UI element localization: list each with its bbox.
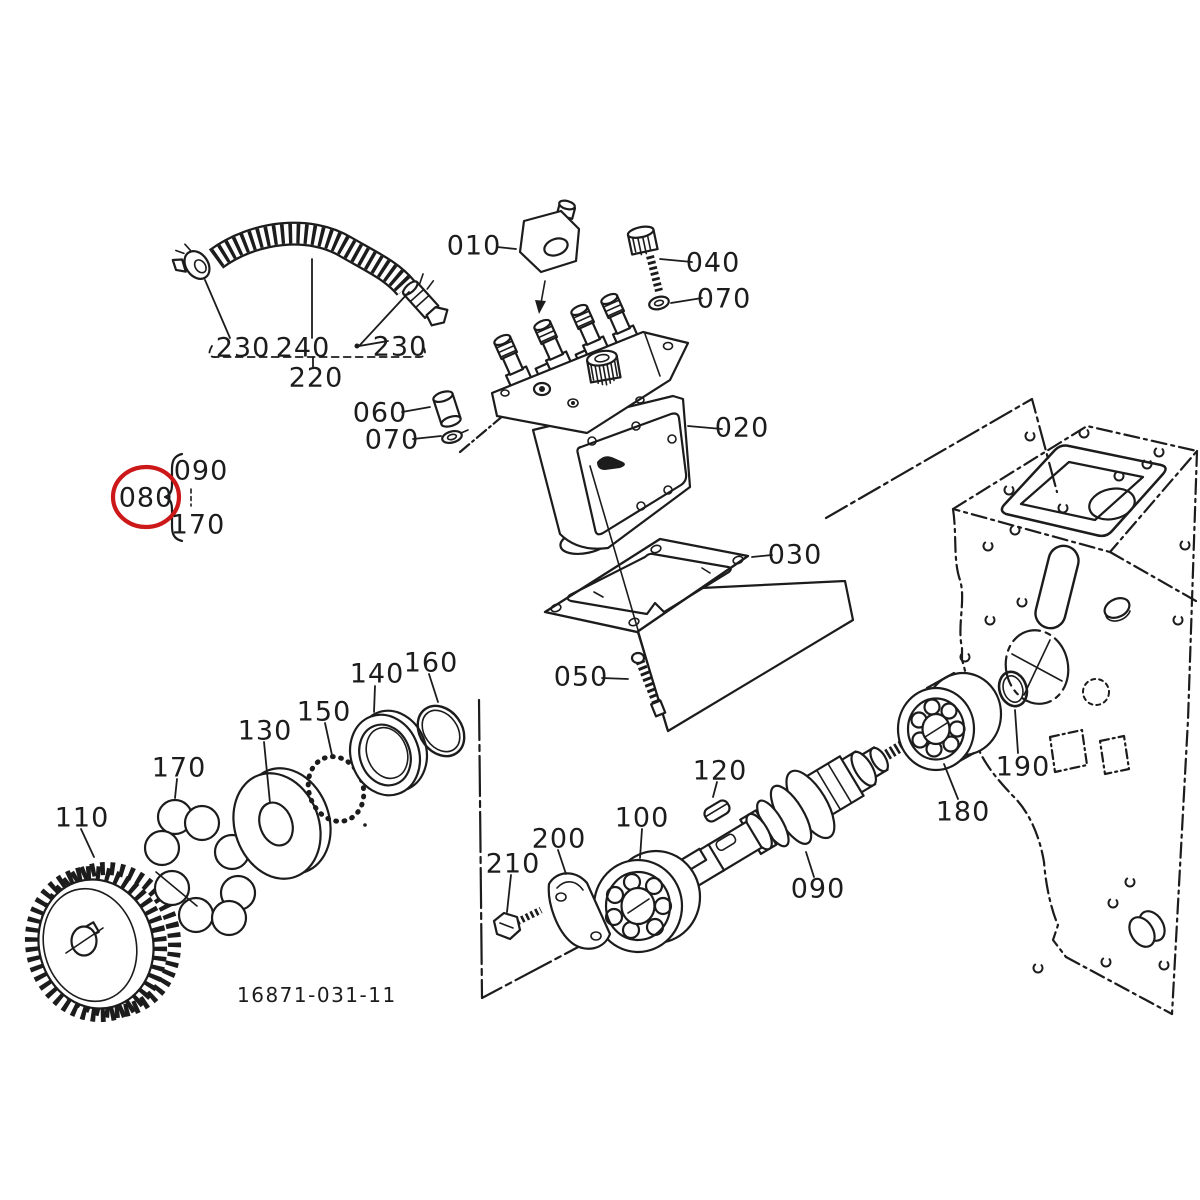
part-030-gasket — [543, 537, 750, 634]
callout-100[interactable]: 100 — [614, 802, 670, 834]
part-230-clamp-left — [171, 243, 211, 280]
callout-050[interactable]: 050 — [553, 661, 609, 693]
callout-200[interactable]: 200 — [531, 823, 587, 855]
callout-230-right[interactable]: 230 — [372, 331, 428, 363]
part-210-bolt — [492, 906, 543, 941]
leader-lines — [80, 246, 1019, 913]
part-200-retainer — [547, 872, 612, 950]
callout-150[interactable]: 150 — [296, 696, 352, 728]
part-070-washer-top — [648, 295, 670, 311]
assembly-axis-line — [589, 465, 668, 730]
callout-110[interactable]: 110 — [54, 802, 110, 834]
callout-160[interactable]: 160 — [403, 647, 459, 679]
callout-190[interactable]: 190 — [995, 751, 1051, 783]
callout-220[interactable]: 220 — [288, 362, 344, 394]
part-050-stud — [630, 651, 667, 718]
callout-090-bracket[interactable]: 090 — [173, 455, 229, 487]
callout-060[interactable]: 060 — [352, 397, 408, 429]
callout-120[interactable]: 120 — [692, 755, 748, 787]
part-120-key — [703, 799, 731, 823]
callout-080-bracket — [163, 452, 192, 543]
part-240-hose — [208, 221, 416, 297]
part-160-snap-ring — [416, 704, 466, 758]
part-140-race — [349, 709, 428, 797]
part-110-gear — [24, 862, 182, 1022]
callout-030[interactable]: 030 — [767, 539, 823, 571]
part-180-bearing — [896, 671, 1003, 772]
part-070-washer-side — [441, 429, 469, 445]
part-230-clamp-right — [401, 273, 449, 327]
part-060-joint — [432, 390, 462, 428]
block-bolt-holes — [959, 427, 1191, 974]
part-010-joint — [518, 199, 581, 314]
highlight-ring-080 — [110, 464, 182, 530]
part-190-snap-ring — [997, 670, 1029, 708]
callout-180[interactable]: 180 — [935, 796, 991, 828]
callout-070-side[interactable]: 070 — [364, 424, 420, 456]
callout-170-balls[interactable]: 170 — [151, 752, 207, 784]
callout-040[interactable]: 040 — [685, 247, 741, 279]
callout-240[interactable]: 240 — [275, 332, 331, 364]
part-170-balls — [143, 798, 257, 937]
callout-090-camshaft[interactable]: 090 — [790, 873, 846, 905]
callout-230-left[interactable]: 230 — [215, 332, 271, 364]
callout-070-top[interactable]: 070 — [696, 283, 752, 315]
drawing-number: 16871-031-11 — [237, 983, 397, 1007]
part-100-bearing — [592, 849, 702, 954]
callout-170-bracket[interactable]: 170 — [170, 509, 226, 541]
callout-080[interactable]: 080 — [118, 482, 174, 514]
callout-010[interactable]: 010 — [446, 230, 502, 262]
callout-130[interactable]: 130 — [237, 715, 293, 747]
part-040-screw — [626, 225, 663, 292]
callout-210[interactable]: 210 — [485, 848, 541, 880]
part-020-injection-pump — [490, 292, 692, 556]
callout-020[interactable]: 020 — [714, 412, 770, 444]
callout-140[interactable]: 140 — [349, 658, 405, 690]
part-130-washer — [232, 767, 332, 880]
